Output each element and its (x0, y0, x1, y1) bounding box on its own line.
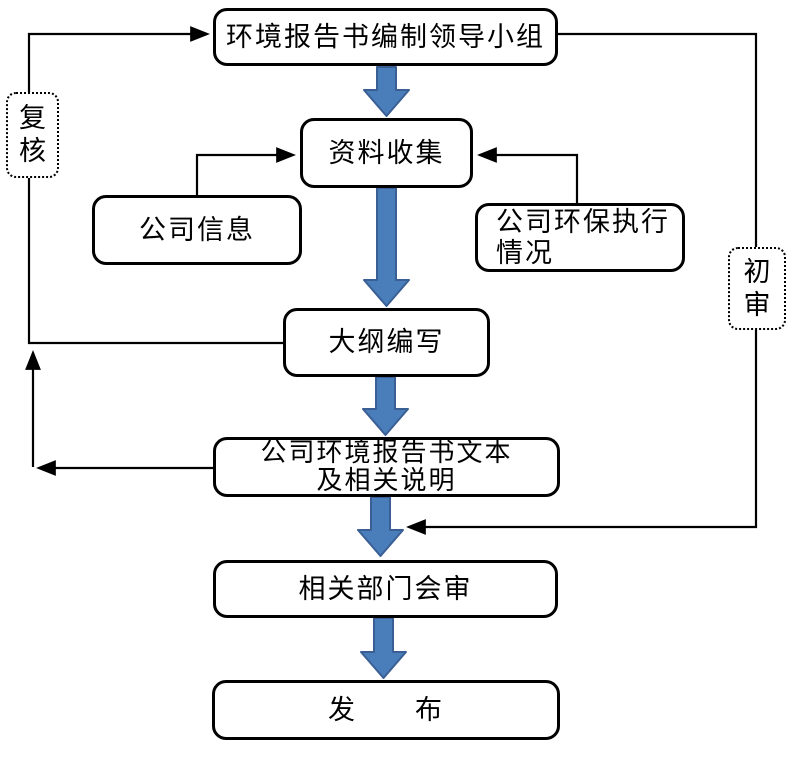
node-env-compliance-line1: 公司环保执行 (496, 206, 670, 237)
node-env-compliance: 公司环保执行 情况 (475, 203, 685, 272)
side-label-initial-review-char1: 初 (743, 256, 771, 287)
connector-env-compliance (477, 147, 579, 204)
node-data-collection-label: 资料收集 (328, 137, 445, 168)
side-label-recheck: 复 核 (6, 92, 59, 178)
node-joint-review-label: 相关部门会审 (298, 573, 473, 604)
node-report-text-line2: 及相关说明 (316, 466, 457, 495)
flow-arrow-3 (362, 376, 409, 436)
node-publish: 发 布 (212, 680, 560, 740)
node-report-text-line1: 公司环境报告书文本 (260, 438, 513, 467)
side-label-initial-review: 初 审 (728, 247, 786, 330)
node-leader-group-label: 环境报告书编制领导小组 (226, 21, 545, 52)
flow-arrow-4 (357, 496, 404, 557)
node-joint-review: 相关部门会审 (213, 560, 558, 618)
side-label-recheck-char2: 核 (19, 136, 46, 166)
node-company-info-label: 公司信息 (139, 214, 255, 245)
flow-arrow-1 (363, 66, 410, 117)
connector-recheck-feedback (27, 26, 283, 345)
node-outline-writing: 大纲编写 (283, 308, 490, 377)
side-label-initial-review-char2: 审 (743, 289, 771, 320)
side-label-recheck-char1: 复 (19, 103, 46, 133)
flow-arrow-2 (363, 187, 410, 307)
node-data-collection: 资料收集 (300, 118, 473, 188)
node-env-compliance-line2: 情况 (496, 237, 554, 268)
node-company-info: 公司信息 (92, 195, 302, 265)
node-publish-label: 发 布 (328, 694, 444, 725)
connector-company-info (195, 147, 296, 196)
flow-arrow-5 (360, 617, 407, 679)
node-report-text: 公司环境报告书文本 及相关说明 (213, 437, 560, 497)
node-leader-group: 环境报告书编制领导小组 (213, 8, 558, 66)
node-outline-writing-label: 大纲编写 (328, 327, 445, 357)
